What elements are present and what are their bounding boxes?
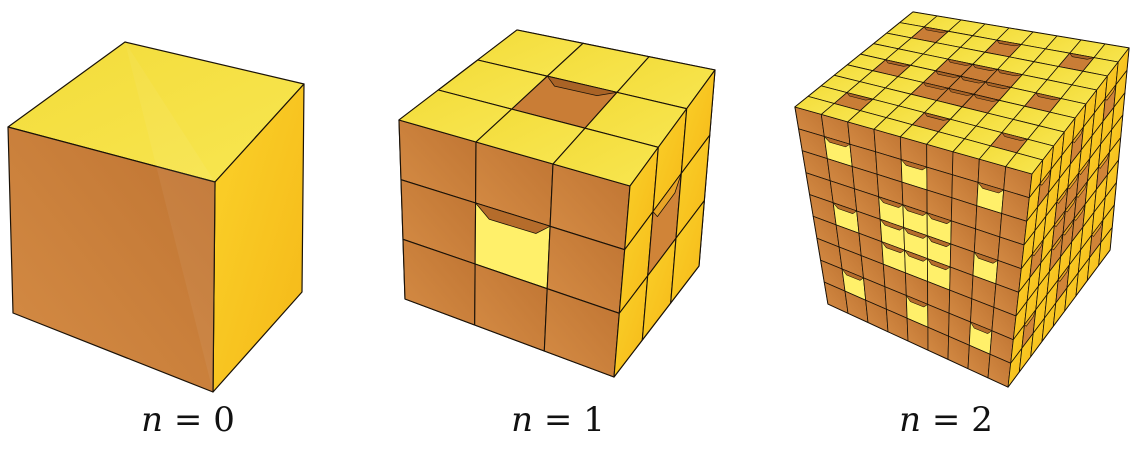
caption-equals: =	[932, 400, 961, 440]
menger-cube-level-1	[399, 30, 715, 377]
menger-cube-level-2	[795, 12, 1129, 387]
caption-level-1: n = 1	[478, 400, 638, 440]
caption-value: 0	[213, 400, 235, 440]
caption-equals: =	[174, 400, 203, 440]
caption-variable: n	[141, 400, 163, 440]
menger-cube-level-0	[8, 42, 304, 392]
caption-equals: =	[544, 400, 573, 440]
caption-value: 1	[583, 400, 605, 440]
caption-variable: n	[899, 400, 921, 440]
caption-variable: n	[511, 400, 533, 440]
caption-level-2: n = 2	[866, 400, 1026, 440]
caption-value: 2	[971, 400, 993, 440]
caption-level-0: n = 0	[108, 400, 268, 440]
